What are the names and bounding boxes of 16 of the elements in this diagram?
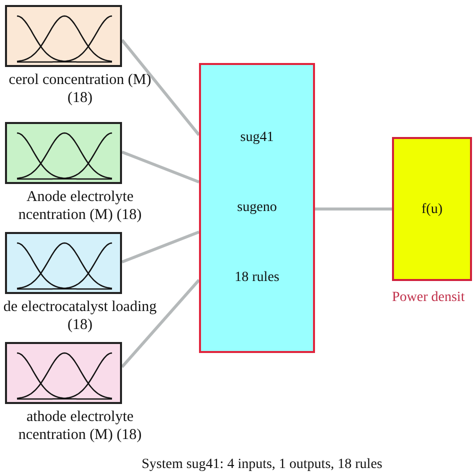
- connector-line: [120, 279, 200, 368]
- input-label: Anode electrolyte ncentration (M) (18): [17, 188, 143, 224]
- connector-line: [315, 208, 392, 210]
- input-label: athode electrolyte ncentration (M) (18): [17, 408, 143, 444]
- connector-line: [121, 150, 200, 184]
- output-function-text: f(u): [422, 200, 442, 218]
- system-text: 18 rules: [234, 269, 280, 287]
- caption: System sug41: 4 inputs, 1 outputs, 18 rules: [140, 456, 384, 474]
- system-text: sugeno: [237, 199, 277, 217]
- connector-line: [121, 230, 200, 264]
- fis-system-box: [199, 63, 315, 353]
- output-label: Power densit: [392, 289, 466, 307]
- input-label: de electrocatalyst loading (18): [2, 298, 158, 334]
- input-label: cerol concentration (M) (18): [8, 71, 152, 107]
- connector-line: [120, 39, 200, 136]
- system-text: sug41: [240, 129, 274, 147]
